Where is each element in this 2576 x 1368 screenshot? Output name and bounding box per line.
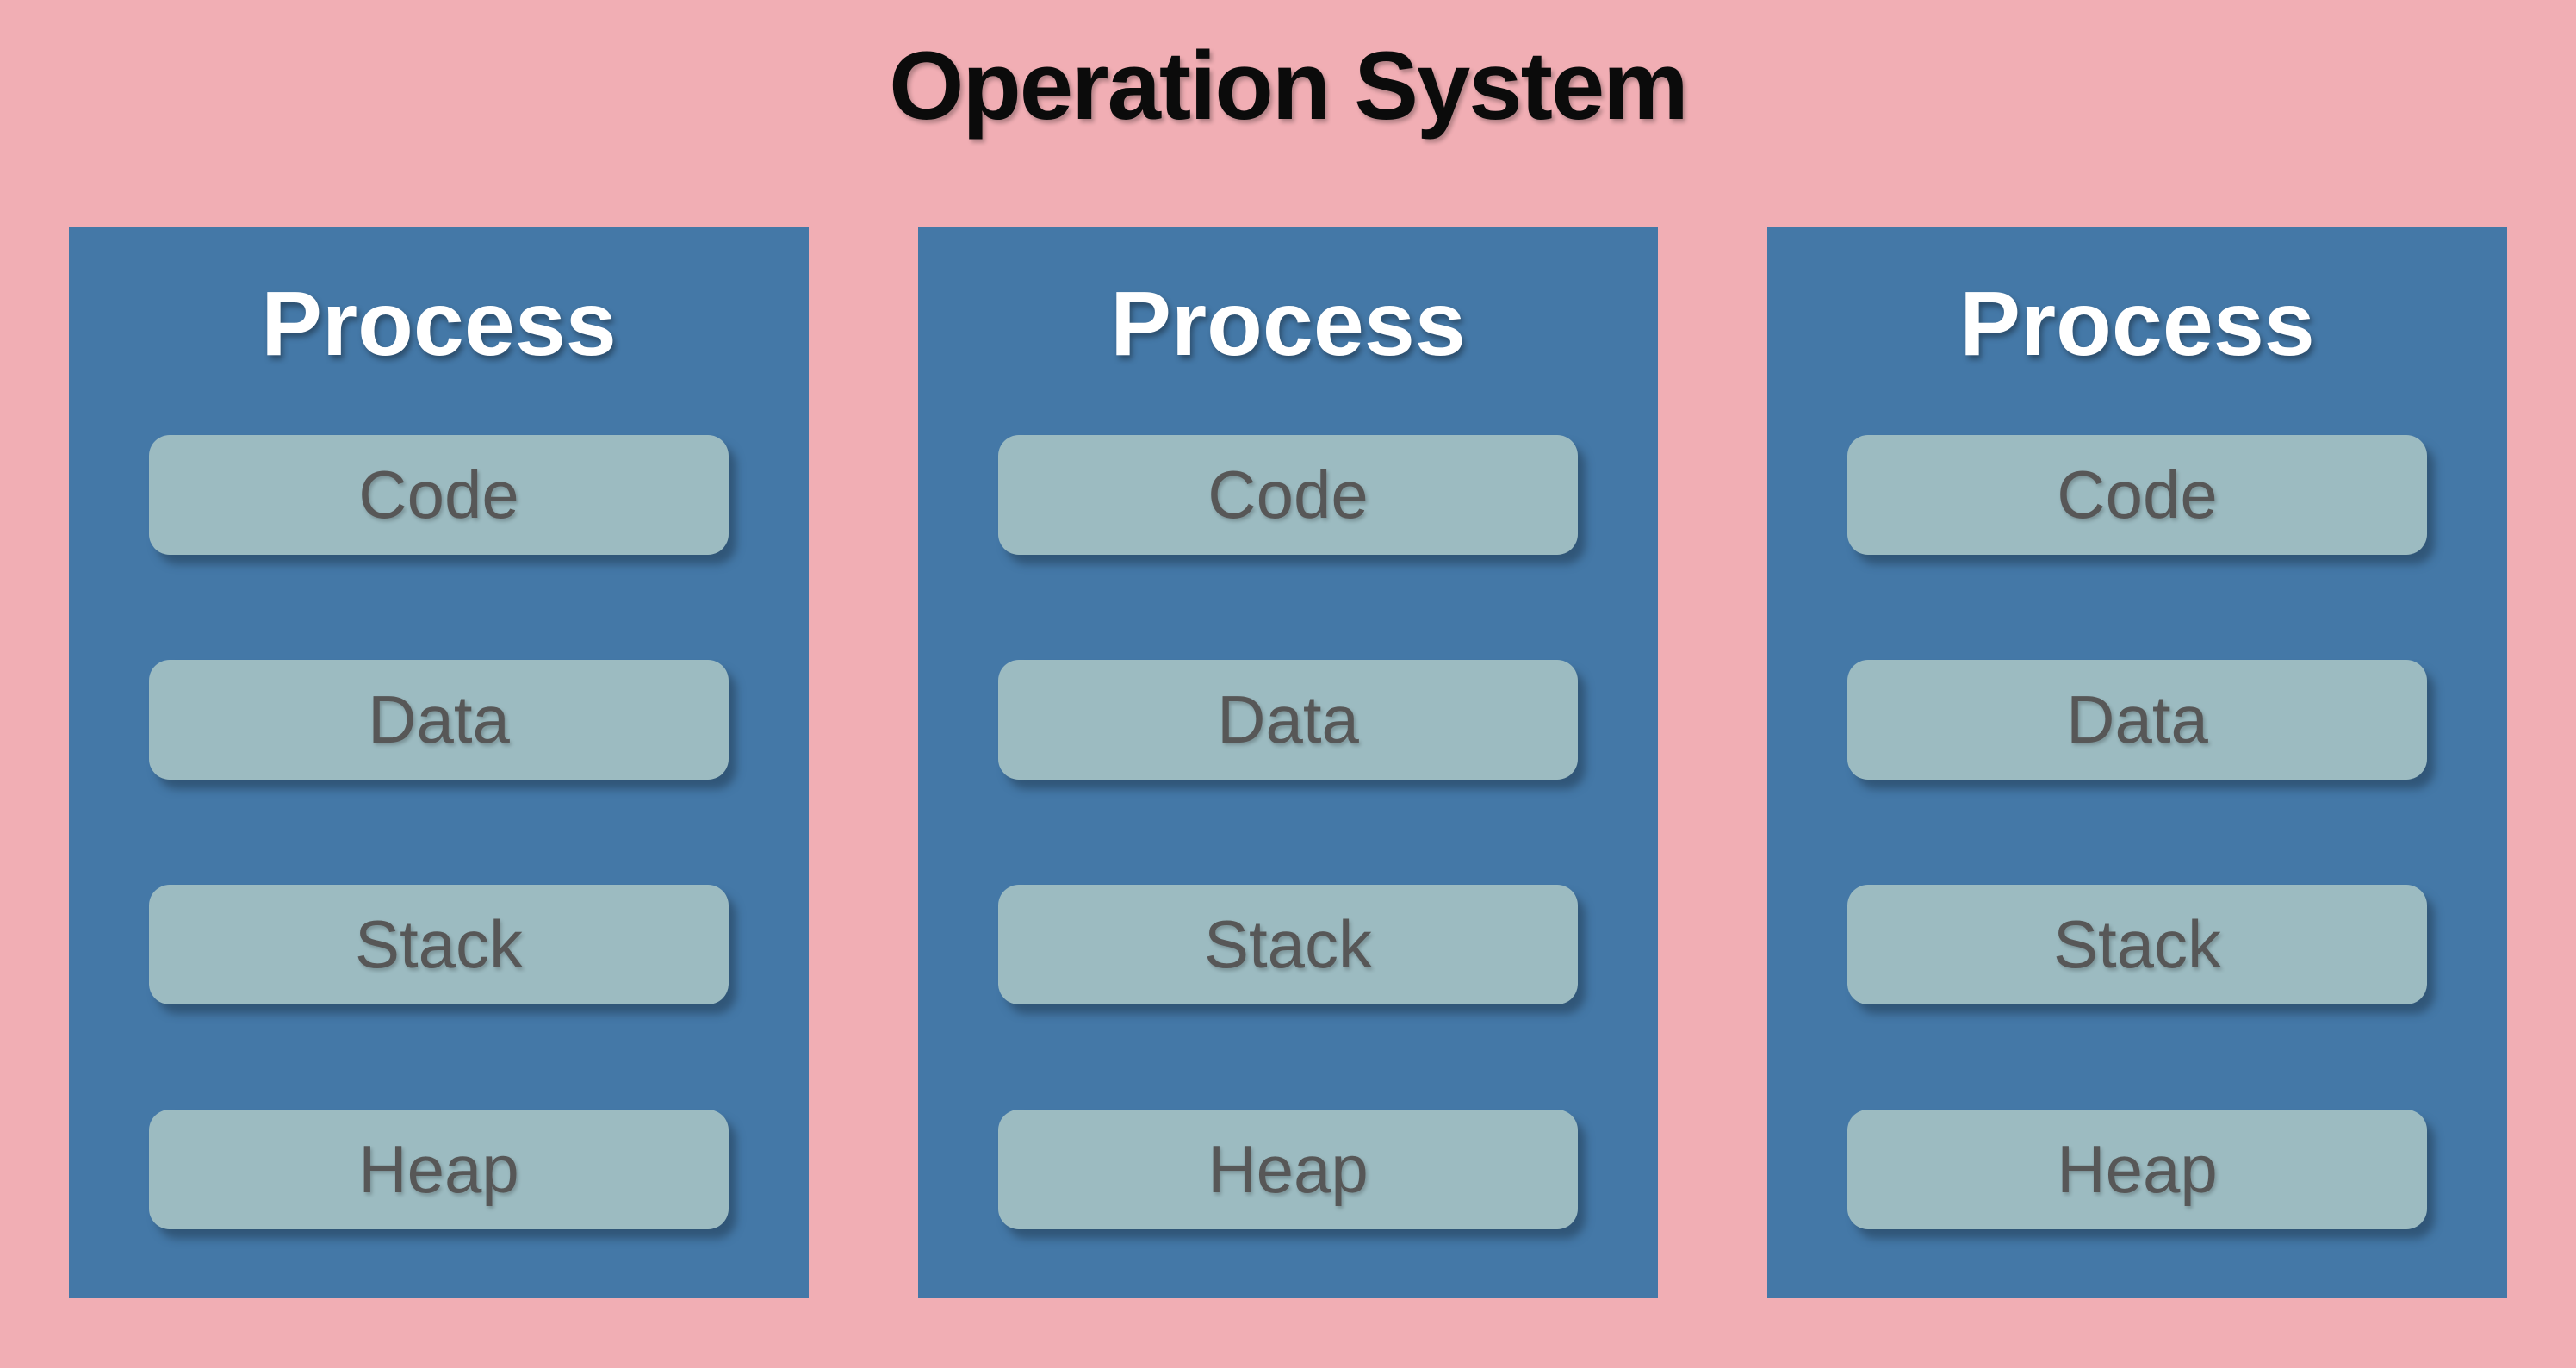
segment-stack: Stack xyxy=(998,885,1578,1005)
process-title: Process xyxy=(1110,273,1466,375)
segment-data: Data xyxy=(998,660,1578,780)
segment-stack: Stack xyxy=(1847,885,2427,1005)
segment-heap: Heap xyxy=(1847,1110,2427,1230)
process-title: Process xyxy=(261,273,617,375)
process-row: Process Code Data Stack Heap Process Cod… xyxy=(0,227,2576,1298)
process-title: Process xyxy=(1959,273,2315,375)
segment-code: Code xyxy=(149,435,729,556)
segment-list: Code Data Stack Heap xyxy=(149,435,729,1230)
process-box: Process Code Data Stack Heap xyxy=(69,227,809,1298)
segment-list: Code Data Stack Heap xyxy=(1847,435,2427,1230)
segment-code: Code xyxy=(1847,435,2427,556)
segment-heap: Heap xyxy=(149,1110,729,1230)
segment-code: Code xyxy=(998,435,1578,556)
segment-list: Code Data Stack Heap xyxy=(998,435,1578,1230)
segment-heap: Heap xyxy=(998,1110,1578,1230)
process-box: Process Code Data Stack Heap xyxy=(918,227,1658,1298)
process-box: Process Code Data Stack Heap xyxy=(1767,227,2507,1298)
diagram-title: Operation System xyxy=(889,32,1689,140)
segment-stack: Stack xyxy=(149,885,729,1005)
segment-data: Data xyxy=(1847,660,2427,780)
segment-data: Data xyxy=(149,660,729,780)
